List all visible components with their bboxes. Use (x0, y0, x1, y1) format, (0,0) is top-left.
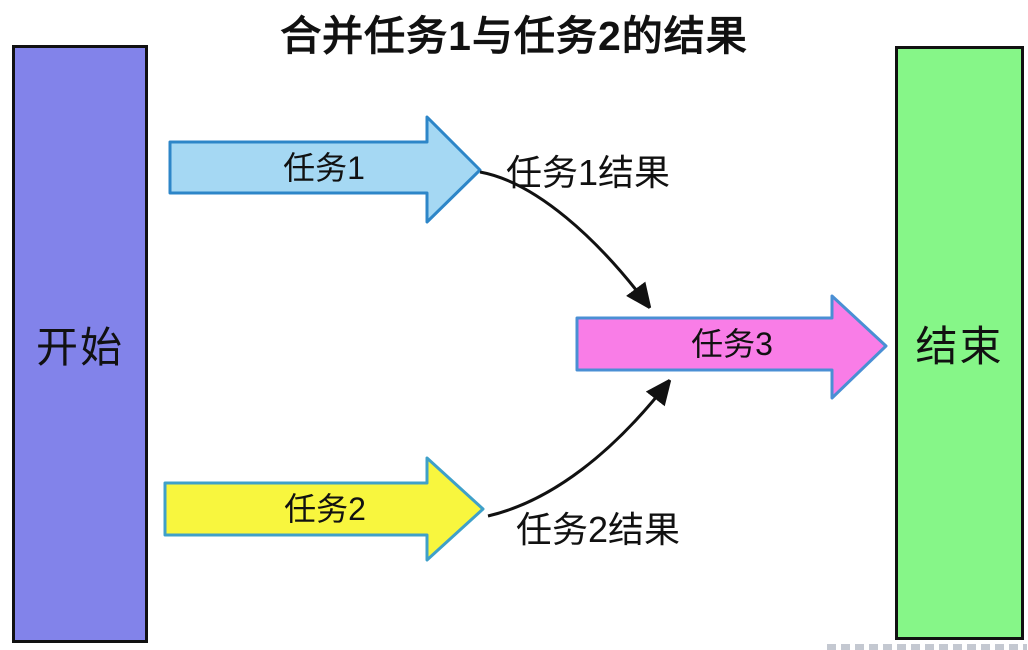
end-node-label: 结束 (915, 322, 1004, 370)
task2-block-arrow (163, 456, 485, 562)
task2-result-label: 任务2结果 (516, 509, 681, 550)
task3-arrow-shape (575, 294, 888, 400)
task3-block-arrow (575, 294, 888, 400)
task1-arrow-shape (168, 115, 482, 224)
task1-result-label: 任务1结果 (506, 152, 671, 193)
start-node: 开始 (12, 45, 148, 643)
start-node-label: 开始 (35, 323, 124, 371)
task2-arrow-shape (163, 456, 485, 562)
diagram-title: 合并任务1与任务2的结果 (280, 13, 748, 59)
task1-block-arrow (168, 115, 482, 224)
end-node: 结束 (895, 46, 1024, 640)
watermark (827, 644, 1027, 650)
